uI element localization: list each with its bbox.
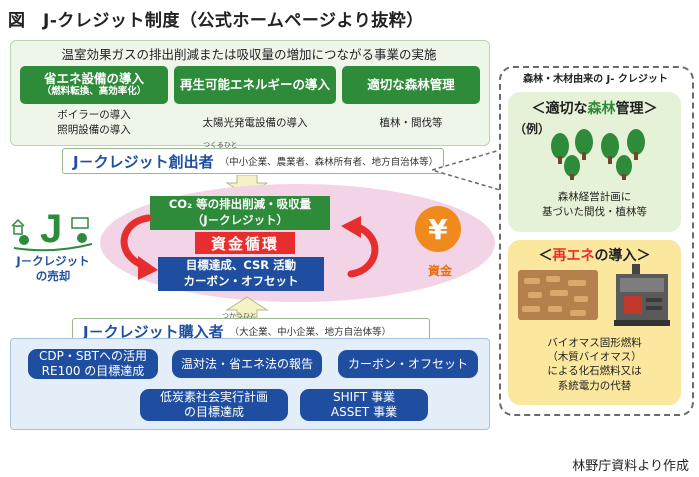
left-cycle-arrow-icon (120, 214, 158, 280)
use-line2: の目標達成 (183, 405, 244, 419)
title-highlight: 森林 (587, 101, 616, 117)
project-note-forest: 植林・間伐等 (379, 117, 443, 129)
project-renewable: 再生可能エネルギーの導入 (174, 66, 336, 104)
project-label: 適切な森林管理 (367, 76, 455, 92)
forest-card (508, 92, 681, 232)
forest-line2: 基づいた間伐・植林等 (542, 206, 647, 219)
energy-line1: バイオマス固形燃料 (547, 337, 642, 349)
wood-pellets-icon (518, 270, 598, 320)
creator-ruby: つくるひと (203, 141, 238, 149)
buyer-role: J－クレジット購入者 (83, 322, 224, 341)
title-part: ＜適切な (531, 101, 588, 117)
fund-cycle-box: 資金循環 (195, 232, 295, 254)
use-cdp-sbt: CDP・SBTへの活用 RE100 の目標達成 (28, 349, 158, 379)
project-note-energy-saving: ボイラーの導入 照明設備の導入 (20, 108, 168, 138)
sale-line1: J－クレジット (16, 254, 90, 268)
note-line: 照明設備の導入 (57, 124, 131, 137)
energy-line4: 系統電力の代替 (557, 379, 632, 392)
side-panel-title: 森林・木材由来の J- クレジット (523, 74, 668, 85)
sale-line2: の売却 (35, 268, 71, 283)
use-line1: 低炭素社会実行計画 (159, 390, 268, 404)
right-cycle-arrow-icon (341, 216, 379, 278)
renewable-card-text: バイオマス固形燃料 （木質バイオマス） による化石燃料又は 系統電力の代替 (508, 336, 681, 393)
buyer-ruby: つかうひと (222, 312, 257, 320)
use-line2: RE100 の目標達成 (41, 364, 145, 378)
j-logo-letter: J (40, 207, 62, 251)
title-part: ＜ (538, 248, 553, 264)
trees-icon (551, 129, 645, 180)
use-carbon-offset: カーボン・オフセット (338, 350, 478, 378)
title-part: の導入＞ (594, 248, 651, 264)
creator-role: J－クレジット創出者 (73, 152, 214, 171)
project-forest: 適切な森林管理 (342, 66, 480, 104)
project-sub: （燃料転換、高効率化） (41, 85, 147, 97)
forest-card-title: ＜適切な森林管理＞ (508, 98, 681, 118)
credit-issue-box: CO₂ 等の排出削減・吸収量 （J－クレジット） (150, 196, 330, 230)
title-part: 管理＞ (615, 101, 658, 117)
credit-issue-line1: CO₂ 等の排出削減・吸収量 (168, 197, 312, 212)
j-credit-logo-icon: J (11, 207, 93, 252)
credit-issue-line2: （J－クレジット） (191, 213, 289, 227)
use-shift-asset: SHIFT 事業 ASSET 事業 (300, 389, 428, 421)
project-note-renewable: 太陽光発電設備の導入 (202, 117, 308, 129)
buyer-role-detail: （大企業、中小企業、地方自治体等） (229, 327, 392, 338)
up-arrow-icon (225, 296, 269, 318)
energy-line2: （木質バイオマス） (547, 351, 642, 364)
project-energy-saving: 省エネ設備の導入 （燃料転換、高効率化） (20, 66, 168, 104)
forest-line1: 森林経営計画に (557, 191, 632, 203)
project-label: 再生可能エネルギーの導入 (179, 76, 330, 92)
use-low-carbon-plan: 低炭素社会実行計画 の目標達成 (140, 389, 288, 421)
biomass-boiler-icon (614, 264, 670, 326)
title-highlight: 再エネ (552, 248, 595, 264)
money-label: 資金 (427, 264, 452, 278)
source-credit: 林野庁資料より作成 (572, 459, 689, 474)
use-reporting: 温対法・省エネ法の報告 (172, 350, 322, 378)
energy-line3: による化石燃料又は (547, 365, 642, 378)
use-line1: SHIFT 事業 (332, 390, 396, 404)
creator-header: 温室効果ガスの排出削減または吸収量の増加につながる事業の実施 (61, 47, 437, 62)
figure-title: 図 J-クレジット制度（公式ホームページより抜粋） (8, 11, 424, 31)
buyer-purpose-box: 目標達成、CSR 活動 カーボン・オフセット (158, 257, 324, 291)
use-line1: CDP・SBTへの活用 (38, 349, 148, 363)
creator-role-bar: J－クレジット創出者 （中小企業、農業者、森林所有者、地方自治体等） (62, 148, 444, 174)
purpose-line2: カーボン・オフセット (183, 274, 299, 288)
renewable-card-title: ＜再エネの導入＞ (508, 245, 681, 265)
project-label: 省エネ設備の導入 (43, 71, 144, 87)
use-line2: ASSET 事業 (330, 405, 398, 419)
callout-pointer-icon (432, 150, 501, 192)
example-label: （例） (514, 122, 551, 136)
credit-sale-label: J－クレジット の売却 (10, 254, 96, 284)
creator-role-detail: （中小企業、農業者、森林所有者、地方自治体等） (219, 157, 439, 168)
purpose-line1: 目標達成、CSR 活動 (185, 258, 297, 273)
note-line: ボイラーの導入 (57, 109, 131, 121)
forest-card-text: 森林経営計画に 基づいた間伐・植林等 (508, 190, 681, 220)
yen-coin-icon: ¥ (415, 206, 461, 252)
